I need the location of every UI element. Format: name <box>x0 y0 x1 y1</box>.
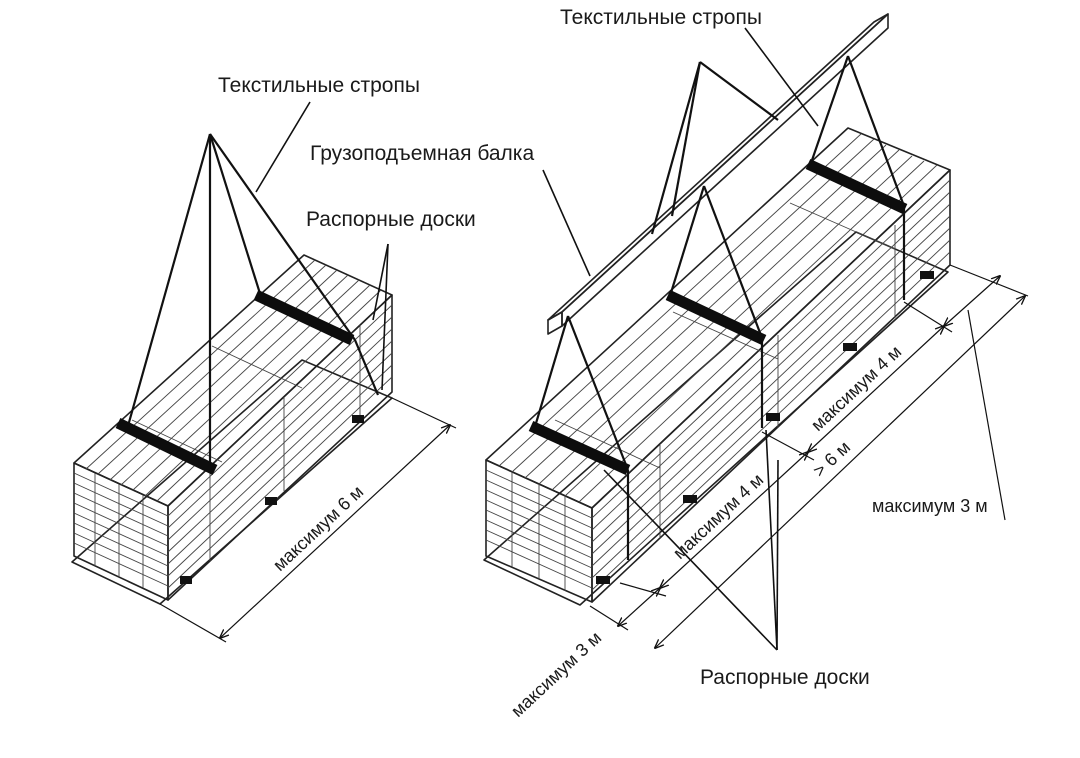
right-belt-back <box>805 159 908 214</box>
left-stack-side-face <box>167 294 393 601</box>
right-skid-2 <box>683 495 697 503</box>
dim-right-overhang-side: максимум 3 м <box>872 496 988 516</box>
label-slings-right: Текстильные стропы <box>560 6 762 29</box>
dimension-lines <box>159 264 1029 648</box>
left-slings <box>126 133 380 462</box>
right-skid-3 <box>766 413 780 421</box>
left-skid-3 <box>352 415 364 423</box>
left-skid-1 <box>180 576 192 584</box>
dim-right-overall: > 6 м <box>809 437 854 481</box>
right-belt-front <box>528 420 631 476</box>
dim-right-overhang-front: максимум 3 м <box>507 627 605 721</box>
right-front-layer-lines <box>485 469 593 591</box>
left-belt-front <box>115 418 218 475</box>
label-slings-left: Текстильные стропы <box>218 74 420 97</box>
right-stack-base <box>483 231 949 606</box>
right-skid-4 <box>843 343 857 351</box>
label-beam: Грузоподъемная балка <box>310 142 534 165</box>
left-stack-top <box>73 254 393 507</box>
right-skid-1 <box>596 576 610 584</box>
left-skid-2 <box>265 497 277 505</box>
left-stack-base <box>71 359 393 605</box>
right-skid-5 <box>920 271 934 279</box>
left-front-layer-lines <box>73 472 169 588</box>
left-lumber-stack <box>71 133 393 605</box>
left-top-board-lines <box>85 259 382 502</box>
right-slings <box>532 55 906 560</box>
left-belt-back <box>253 290 355 345</box>
label-spacer-boards-bottom: Распорные доски <box>700 666 870 689</box>
lifting-beam <box>547 13 889 335</box>
label-spacer-boards-top: Распорные доски <box>306 208 476 231</box>
dim-left-length: максимум 6 м <box>269 481 367 575</box>
